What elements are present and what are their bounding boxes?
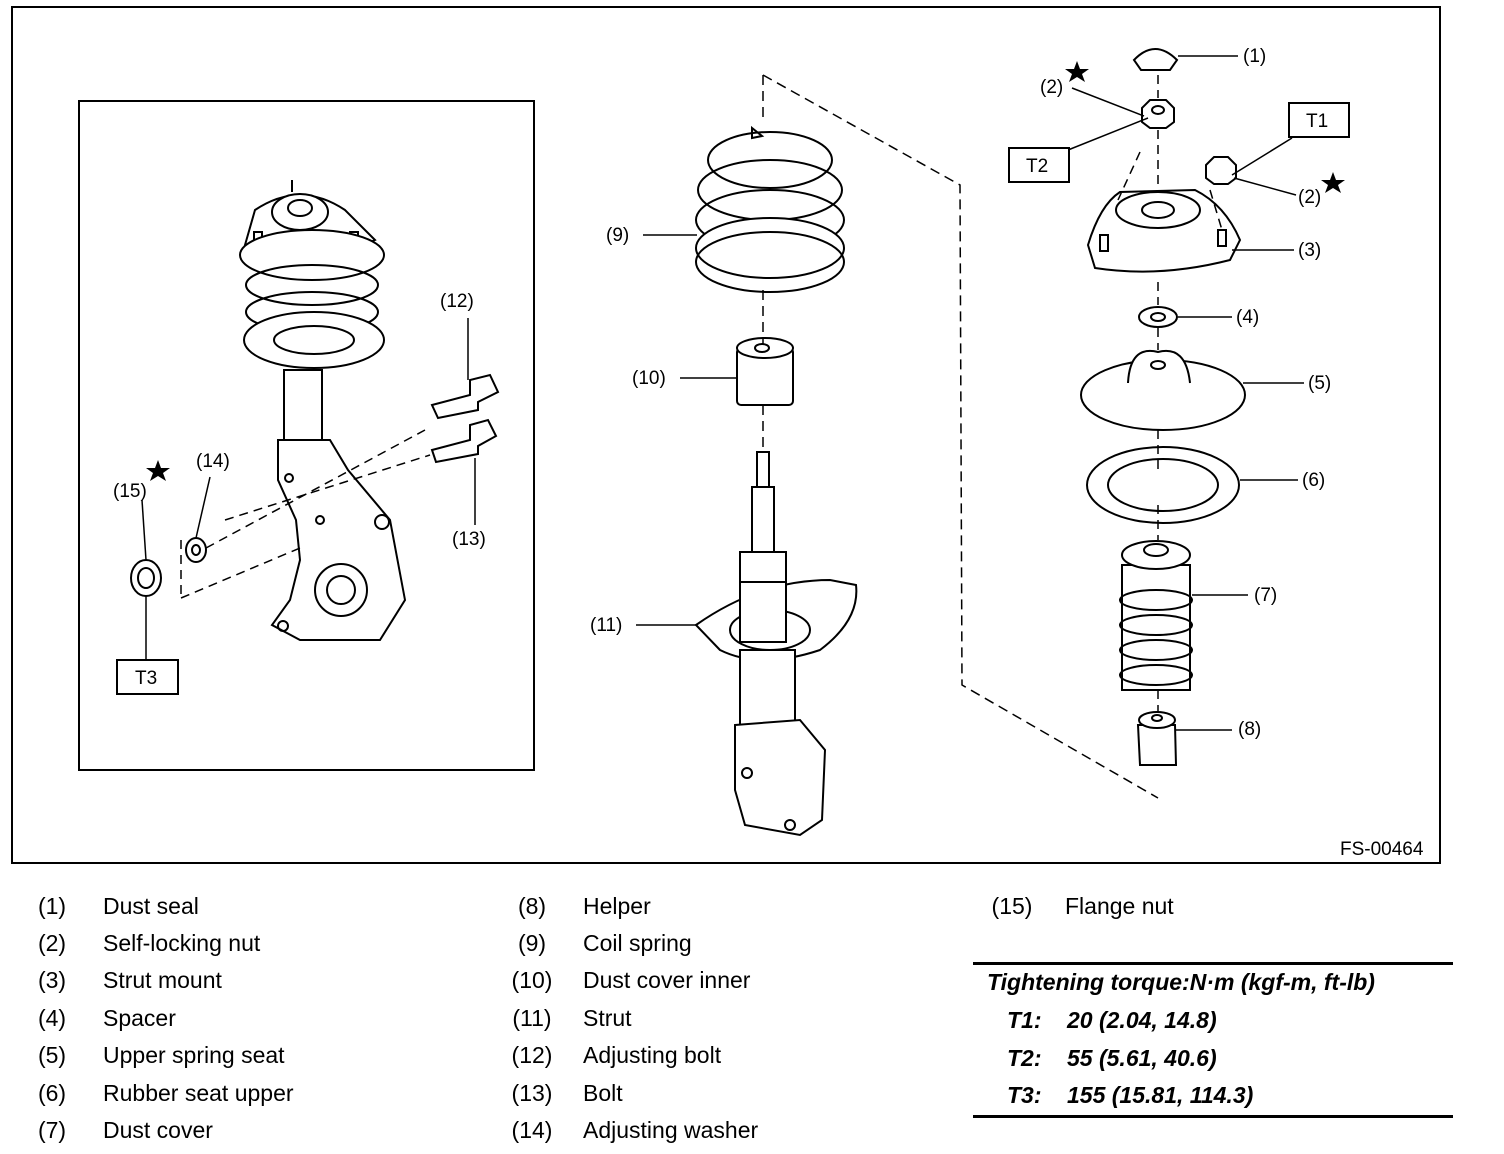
callout-1: (1) bbox=[1243, 46, 1266, 67]
callout-3: (3) bbox=[1298, 240, 1321, 261]
callout-10: (10) bbox=[632, 368, 666, 389]
legend-item-number: (7) bbox=[37, 1117, 67, 1143]
legend-item-name: Upper spring seat bbox=[103, 1042, 285, 1068]
callout-9: (9) bbox=[606, 225, 629, 246]
callout-7: (7) bbox=[1254, 585, 1277, 606]
legend-item-name: Helper bbox=[583, 893, 651, 919]
legend-item-number: (8) bbox=[517, 893, 547, 919]
legend-item-name: Self-locking nut bbox=[103, 930, 261, 956]
mount-stack-drawing bbox=[1080, 48, 1246, 766]
callout-11: (11) bbox=[590, 615, 622, 636]
legend-item-name: Dust cover inner bbox=[583, 967, 751, 993]
callout-4: (4) bbox=[1236, 307, 1259, 328]
legend-item-number: (3) bbox=[37, 967, 67, 993]
legend-item-name: Bolt bbox=[583, 1080, 623, 1106]
torque-tag-label: T3: bbox=[1007, 1082, 1042, 1108]
legend-item-name: Spacer bbox=[103, 1005, 176, 1031]
legend-item-name: Adjusting bolt bbox=[583, 1042, 722, 1068]
legend-item-name: Adjusting washer bbox=[583, 1117, 759, 1143]
star-icon bbox=[146, 460, 170, 481]
torque-tag-t2-box bbox=[1008, 147, 1070, 183]
callout-12: (12) bbox=[440, 291, 474, 312]
legend-item-name: Dust cover bbox=[103, 1117, 213, 1143]
legend-item-name: Coil spring bbox=[583, 930, 692, 956]
callout-13: (13) bbox=[452, 529, 486, 550]
legend-item-number: (6) bbox=[37, 1080, 67, 1106]
torque-tag-t3: T3 bbox=[135, 668, 157, 689]
torque-value: 155 (15.81, 114.3) bbox=[1067, 1082, 1254, 1108]
legend-item-number: (10) bbox=[511, 967, 553, 993]
torque-table: Tightening torque:N·m (kgf-m, ft-lb) T1:… bbox=[973, 962, 1453, 1118]
torque-tag-t3-box bbox=[116, 659, 179, 695]
callout-8: (8) bbox=[1238, 719, 1261, 740]
center-dash-lines bbox=[762, 74, 1159, 799]
callout-14: (14) bbox=[196, 451, 230, 472]
legend-item-name: Rubber seat upper bbox=[103, 1080, 294, 1106]
legend-item-number: (1) bbox=[37, 893, 67, 919]
torque-tag-t2: T2 bbox=[1026, 156, 1048, 177]
torque-tag-t1: T1 bbox=[1306, 111, 1328, 132]
callout-15: (15) bbox=[113, 481, 147, 502]
callout-2-right: (2) bbox=[1298, 187, 1321, 208]
torque-value: 20 (2.04, 14.8) bbox=[1067, 1007, 1217, 1033]
callout-2-center: (2) bbox=[1040, 77, 1063, 98]
torque-tag-label: T2: bbox=[1007, 1045, 1042, 1071]
torque-tag-label: T1: bbox=[1007, 1007, 1042, 1033]
callout-5: (5) bbox=[1308, 373, 1331, 394]
torque-value: 55 (5.61, 40.6) bbox=[1067, 1045, 1217, 1071]
legend-item-name: Flange nut bbox=[1065, 893, 1174, 919]
legend-item-number: (9) bbox=[517, 930, 547, 956]
inset-frame bbox=[78, 100, 535, 771]
legend-item-number: (13) bbox=[511, 1080, 553, 1106]
legend-item-number: (4) bbox=[37, 1005, 67, 1031]
legend-item-number: (15) bbox=[991, 893, 1033, 919]
callout-6: (6) bbox=[1302, 470, 1325, 491]
torque-tag-t1-box bbox=[1288, 102, 1350, 138]
legend-item-name: Dust seal bbox=[103, 893, 199, 919]
figure-code: FS-00464 bbox=[1340, 839, 1424, 860]
center-parts-drawing bbox=[694, 125, 858, 837]
mount-dash-lines bbox=[1117, 75, 1223, 712]
legend-item-number: (12) bbox=[511, 1042, 553, 1068]
legend-item-number: (14) bbox=[511, 1117, 553, 1143]
legend-item-number: (2) bbox=[37, 930, 67, 956]
star-icon bbox=[1321, 172, 1345, 193]
legend-item-name: Strut mount bbox=[103, 967, 222, 993]
legend-item-number: (11) bbox=[512, 1005, 552, 1031]
exploded-strut-diagram: (1) (2) (2) (3) (4) (5) (6) (7) (8) (9) … bbox=[11, 6, 1441, 864]
legend-item-number: (5) bbox=[37, 1042, 67, 1068]
torque-heading: Tightening torque:N·m (kgf-m, ft-lb) bbox=[987, 969, 1375, 995]
inset-dash-lines bbox=[180, 429, 431, 599]
star-icon bbox=[1065, 61, 1089, 82]
figure-frame bbox=[11, 6, 1441, 864]
leader-lines bbox=[141, 55, 1304, 731]
legend-item-name: Strut bbox=[583, 1005, 632, 1031]
assembled-strut-drawing bbox=[130, 180, 500, 641]
